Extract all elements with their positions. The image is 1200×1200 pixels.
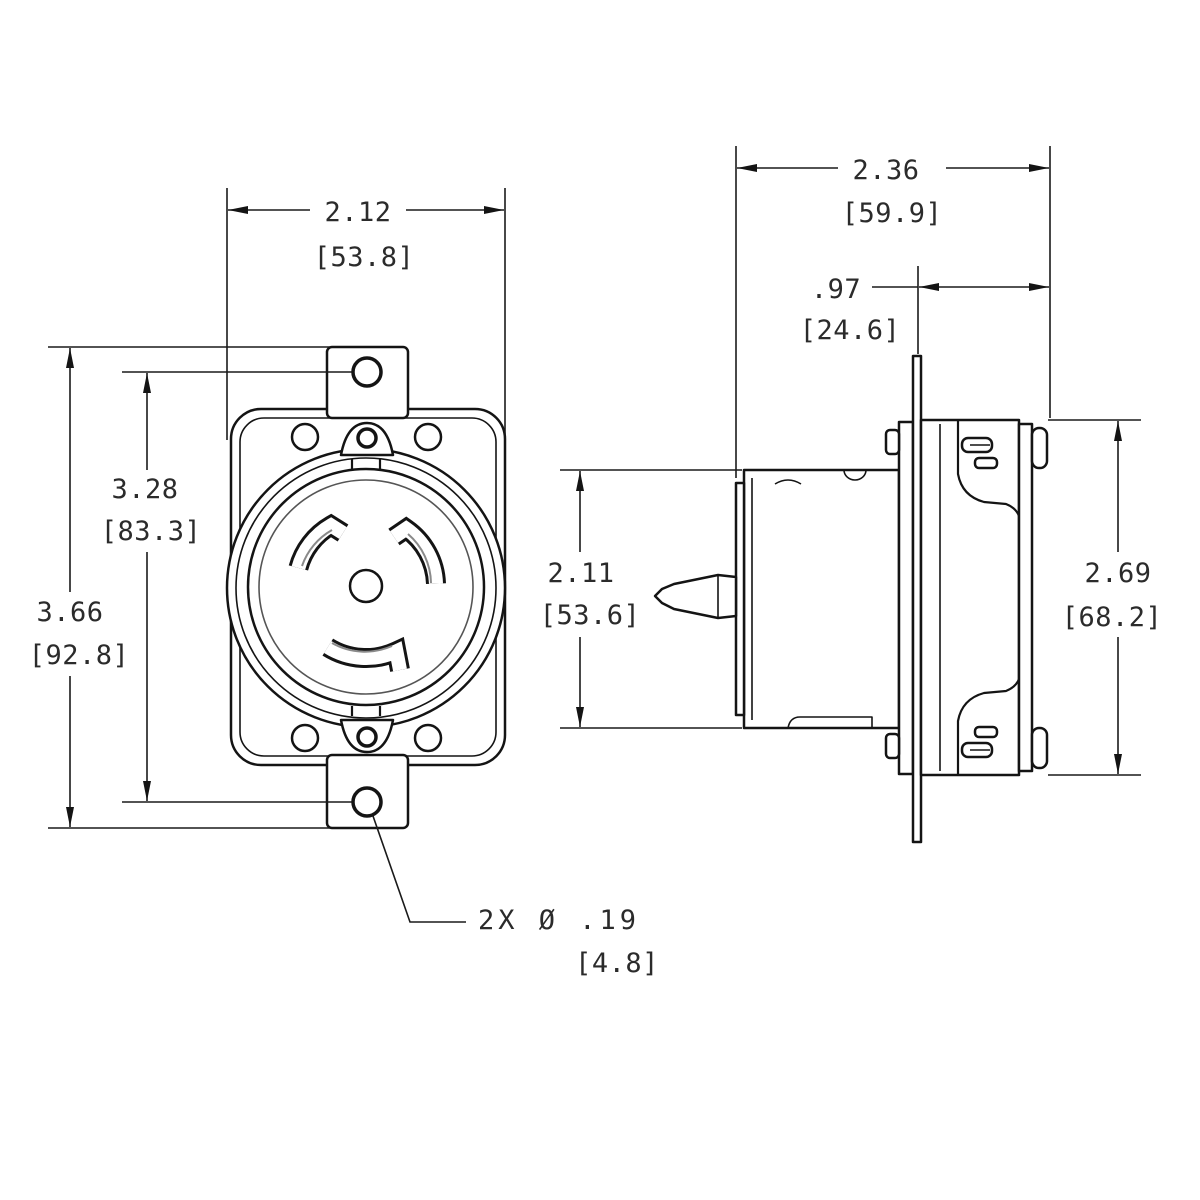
terminal-screw-bottom [960, 725, 999, 759]
width-mm-label: [53.8] [314, 242, 415, 273]
front-cover-plate [1017, 422, 1034, 773]
ring-top-notch [350, 459, 382, 469]
bottom-screw [356, 726, 378, 748]
housing-profile-top [956, 420, 1021, 517]
depth-inch-label: 2.36 [852, 155, 919, 186]
slot-top-right [388, 516, 446, 585]
hole-callout-leader [372, 815, 466, 923]
side-view: 2.36 [59.9] .97 [24.6] 2.11 [53.6] 2.69 … [540, 146, 1163, 844]
slot-top-left [288, 513, 349, 571]
terminal-screw-top [960, 436, 999, 470]
center-hole [348, 568, 384, 604]
front-housing [919, 418, 1021, 777]
housing-profile-bottom [956, 678, 1021, 775]
front-screw-head-bottom [1030, 726, 1049, 770]
depth-mm-label: [59.9] [842, 198, 943, 229]
face-depth-inch-label: .97 [811, 274, 861, 305]
top-mounting-hole [351, 356, 383, 388]
rear-body-top-bump [843, 469, 867, 481]
hole-callout-mm-label: [4.8] [575, 948, 659, 979]
width-inch-label: 2.12 [324, 197, 391, 228]
plate-hole-top-right [413, 422, 443, 452]
rear-body [742, 468, 901, 730]
face-depth-mm-label: [24.6] [800, 315, 901, 346]
face-height-mm-label: [68.2] [1062, 602, 1163, 633]
front-view: 2.12 [53.8] 3.66 [92.8] 3.28 [83.3] 2X Ø… [29, 188, 659, 979]
front-screw-head-top [1030, 426, 1049, 470]
rear-pin [653, 573, 738, 620]
receptacle-face [258, 479, 474, 695]
bottom-mounting-hole [351, 786, 383, 818]
hole-spacing-mm-label: [83.3] [101, 516, 202, 547]
height-inch-label: 3.66 [36, 597, 103, 628]
hole-callout-inch-label: 2X Ø .19 [478, 905, 640, 936]
body-height-mm-label: [53.6] [540, 600, 641, 631]
top-screw [356, 427, 378, 449]
flange-bolt-top [884, 428, 901, 456]
flange [897, 420, 915, 776]
plate-hole-bottom-left [290, 723, 320, 753]
slot-bottom-ground [322, 636, 410, 672]
face-height-inch-label: 2.69 [1084, 558, 1151, 589]
locking-ring-inner [235, 457, 497, 719]
plate-hole-top-left [290, 422, 320, 452]
plate-hole-bottom-right [413, 723, 443, 753]
body-height-inch-label: 2.11 [547, 558, 614, 589]
ring-bottom-notch [350, 706, 382, 716]
height-mm-label: [92.8] [29, 640, 130, 671]
hole-spacing-inch-label: 3.28 [111, 474, 178, 505]
rear-body-bottom-tab [787, 716, 873, 729]
rear-body-top-detail [774, 479, 802, 485]
flange-bolt-bottom [884, 732, 901, 760]
